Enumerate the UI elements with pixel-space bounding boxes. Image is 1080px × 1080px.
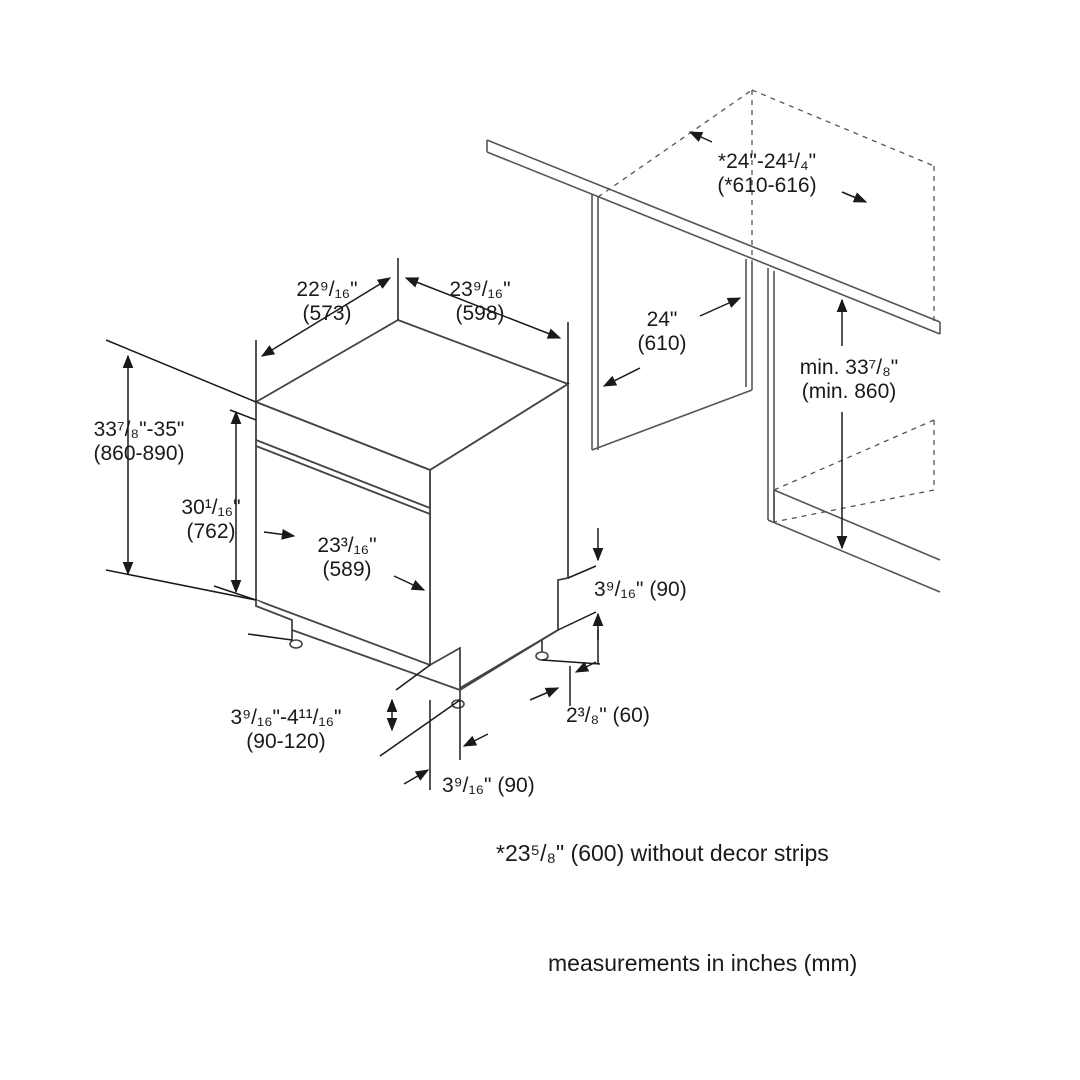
height-total-label: 33⁷/₈"-35" (860-890) bbox=[93, 418, 185, 465]
niche-cabinet bbox=[487, 140, 940, 592]
niche-depth-label: 24" (610) bbox=[637, 308, 687, 355]
height-body-label: 30¹/₁₆" (762) bbox=[181, 496, 241, 543]
depth-left-label: 22⁹/₁₆" (573) bbox=[296, 278, 358, 325]
units-note: measurements in inches (mm) bbox=[548, 950, 858, 976]
niche-hidden-lines bbox=[598, 90, 934, 522]
dishwasher-feet bbox=[289, 639, 549, 709]
kick-right-label: 3⁹/₁₆" (90) bbox=[594, 578, 687, 601]
kick-bottom-label: 3⁹/₁₆" (90) bbox=[442, 774, 535, 797]
width-top-label: 23⁹/₁₆" (598) bbox=[449, 278, 511, 325]
dishwasher-body bbox=[256, 320, 568, 700]
niche-width-label: *24"-24¹/₄" (*610-616) bbox=[717, 150, 817, 197]
door-width-label: 23³/₁₆" (589) bbox=[317, 534, 377, 581]
foot-offset-label: 2³/₈" (60) bbox=[566, 704, 650, 727]
kick-adjust-label: 3⁹/₁₆"-4¹¹/₁₆" (90-120) bbox=[230, 706, 342, 753]
dimension-lines bbox=[106, 132, 868, 790]
decor-strip-note: *23⁵/₈" (600) without decor strips bbox=[496, 840, 829, 866]
niche-height-label: min. 33⁷/₈" (min. 860) bbox=[799, 356, 899, 403]
